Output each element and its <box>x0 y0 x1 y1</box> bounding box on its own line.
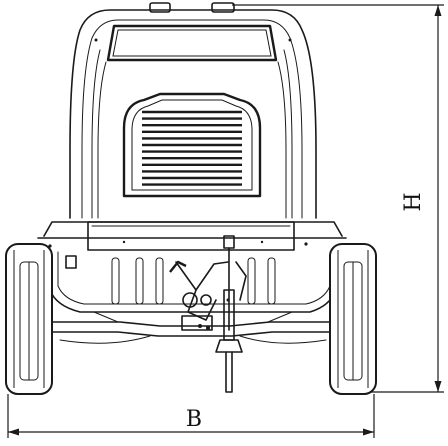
rear-body-panel <box>37 221 347 313</box>
wheel-right <box>329 243 377 395</box>
body-rib <box>267 257 276 305</box>
vent-louvers <box>142 110 242 186</box>
rear-axle <box>47 311 339 344</box>
height-dimension: H <box>232 4 444 393</box>
wheel-left <box>5 243 53 395</box>
engine-vent-grille <box>122 92 262 198</box>
towing-hitch <box>169 235 247 393</box>
height-dimension-label: H <box>401 192 426 211</box>
body-ribs <box>111 257 276 305</box>
cab-canopy <box>69 2 317 219</box>
body-rib <box>111 257 120 305</box>
rear-window <box>106 24 278 62</box>
body-rib <box>155 257 164 305</box>
width-dimension: B <box>7 394 375 438</box>
width-dimension-label: B <box>186 407 202 432</box>
body-rib <box>247 257 256 305</box>
body-rib <box>135 257 144 305</box>
